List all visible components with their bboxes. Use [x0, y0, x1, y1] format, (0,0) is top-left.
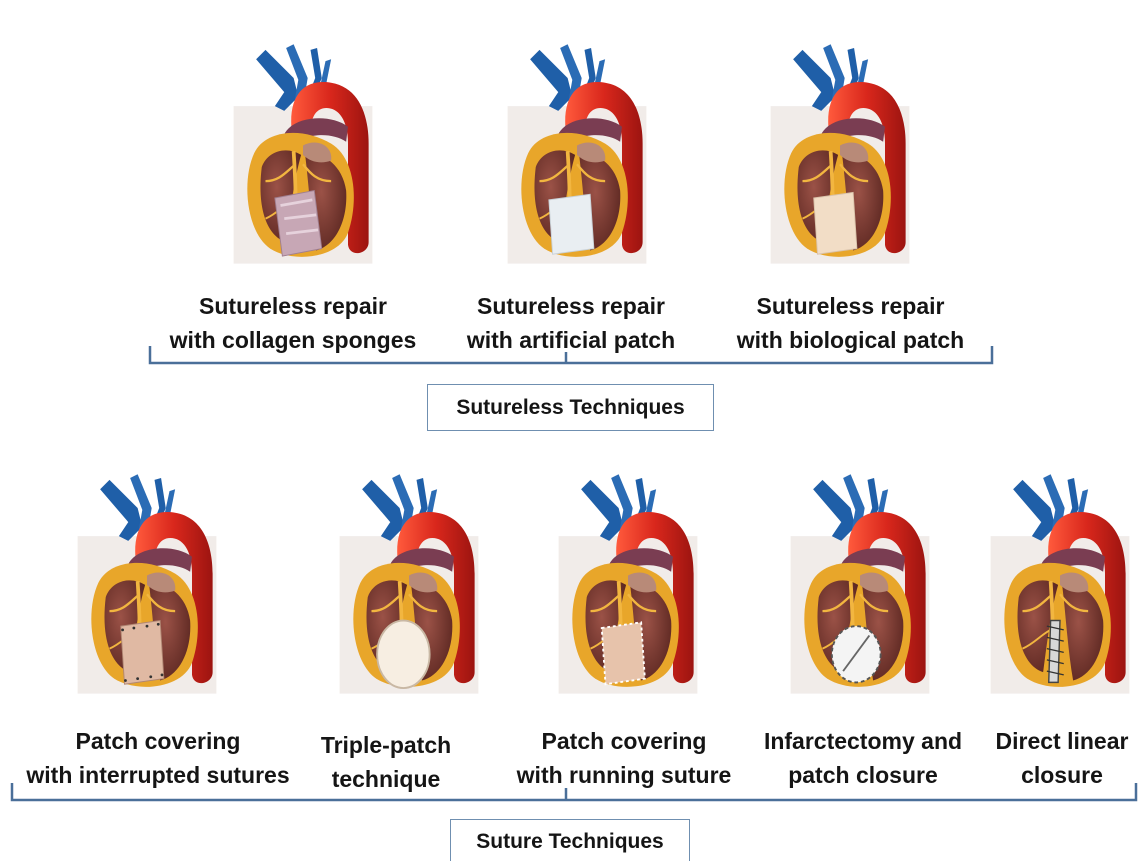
suture-techniques-label: Suture Techniques — [450, 819, 690, 861]
